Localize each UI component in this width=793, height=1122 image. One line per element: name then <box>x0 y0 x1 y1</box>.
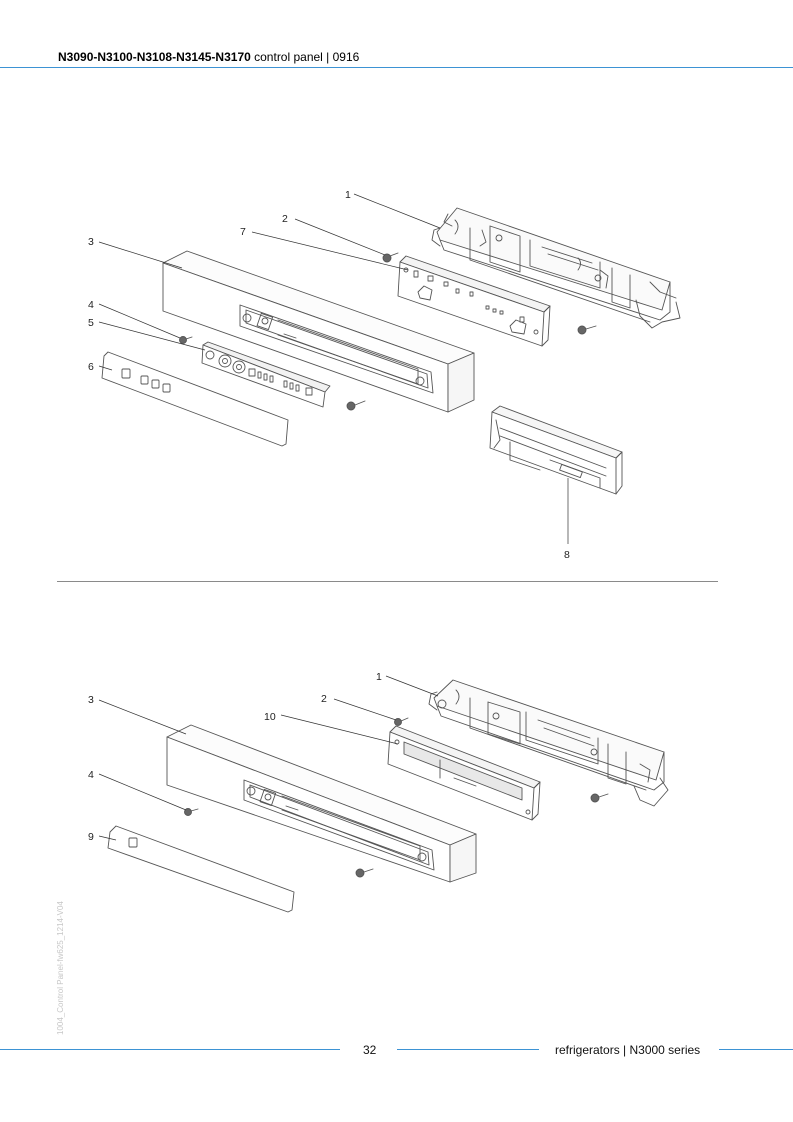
part-4-screw-bottom <box>184 808 199 816</box>
callout-bottom-10: 10 <box>264 711 276 723</box>
part-2-screw-bottom <box>394 717 409 726</box>
page-header: N3090-N3100-N3108-N3145-N3170 control pa… <box>58 50 359 64</box>
part-3-fascia-top <box>162 250 475 413</box>
header-rule <box>0 67 793 68</box>
figure-divider <box>57 581 718 582</box>
part-9-foil <box>107 825 295 913</box>
footer-rule-right <box>719 1049 793 1050</box>
part-7-pcb <box>397 255 551 347</box>
screw-bottom-right <box>590 793 609 803</box>
part-2-screw-top <box>382 252 399 263</box>
part-4-screw-top <box>179 336 193 344</box>
part-1-housing-bottom <box>428 679 669 807</box>
screw-top-right <box>577 325 597 335</box>
callout-top-6: 6 <box>88 361 94 373</box>
part-10-display-board <box>387 725 541 821</box>
callout-bottom-4: 4 <box>88 769 94 781</box>
screw-top-bottom <box>346 400 366 411</box>
header-models: N3090-N3100-N3108-N3145-N3170 <box>58 50 251 64</box>
footer-rule-middle <box>397 1049 539 1050</box>
callout-bottom-9: 9 <box>88 831 94 843</box>
callout-top-4: 4 <box>88 299 94 311</box>
callout-bottom-1: 1 <box>376 671 382 683</box>
callout-top-2: 2 <box>282 213 288 225</box>
page-number: 32 <box>363 1043 377 1057</box>
footer-rule-left <box>0 1049 340 1050</box>
callout-top-5: 5 <box>88 317 94 329</box>
callout-top-8: 8 <box>564 549 570 561</box>
drawing-reference: 1004_Control Panel-fw625_1214-V04 <box>56 901 65 1035</box>
leader-lines <box>98 193 569 841</box>
footer-section-title: refrigerators | N3000 series <box>555 1043 701 1057</box>
part-8-display-bracket <box>489 405 623 495</box>
header-title: control panel | 0916 <box>250 50 360 64</box>
callout-bottom-2: 2 <box>321 693 327 705</box>
part-6-key-foil <box>101 351 289 447</box>
part-3-fascia-bottom <box>166 724 477 883</box>
callout-top-3: 3 <box>88 236 94 248</box>
screw-bottom-bottom <box>355 868 374 878</box>
callout-top-7: 7 <box>240 226 246 238</box>
part-1-housing-top <box>431 207 681 329</box>
part-5-button-carrier <box>201 341 331 408</box>
callout-top-1: 1 <box>345 189 351 201</box>
callout-bottom-3: 3 <box>88 694 94 706</box>
